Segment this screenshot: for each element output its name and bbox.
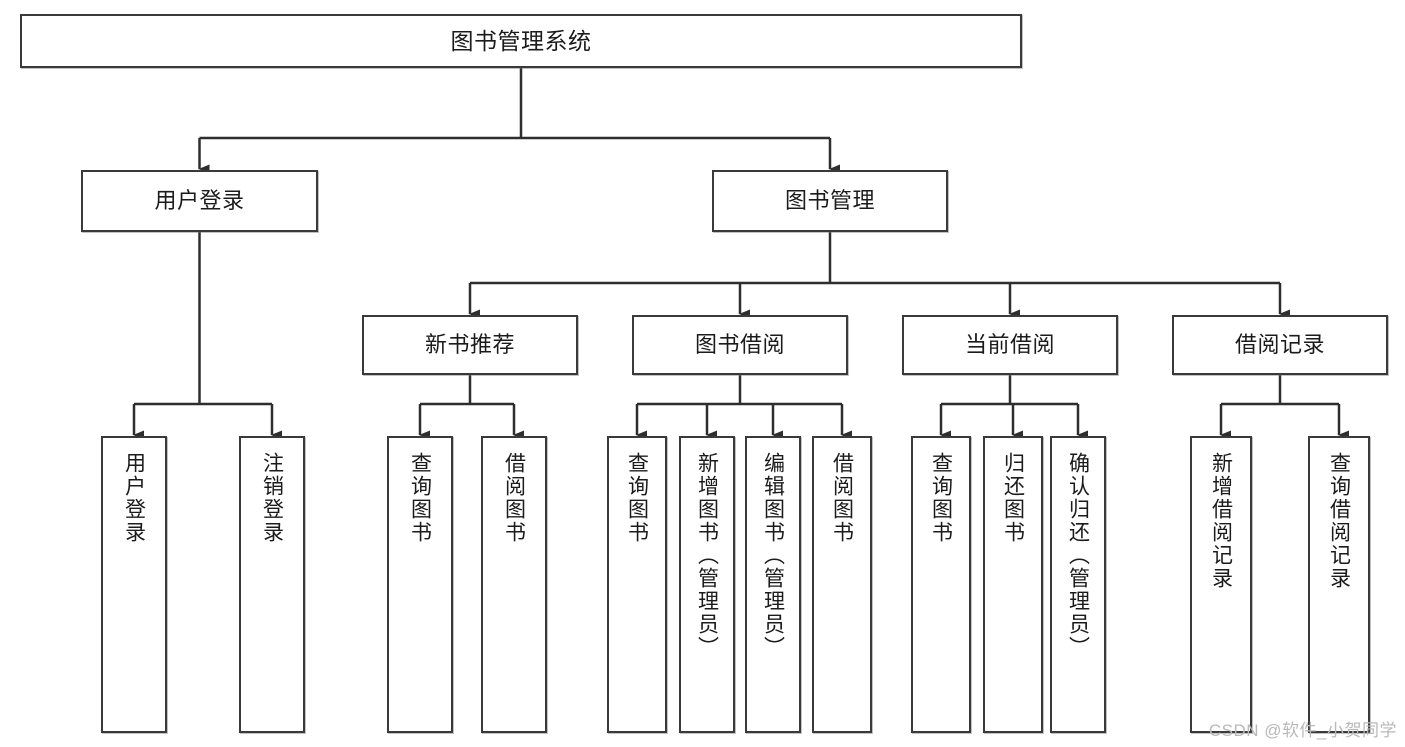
node-leaf-return-book[interactable]: 归还图书: [983, 436, 1043, 733]
node-label: 查询图书: [625, 452, 649, 544]
node-leaf-add-book[interactable]: 新增图书（管理员）: [679, 436, 735, 733]
node-label: 查询借阅记录: [1327, 452, 1351, 590]
node-label: 归还图书: [1001, 452, 1025, 544]
node-label: 查询图书: [408, 452, 432, 544]
node-leaf-user-login[interactable]: 用户登录: [101, 436, 167, 733]
watermark: CSDN @软件_小贺同学: [1208, 721, 1397, 740]
node-current-borrow[interactable]: 当前借阅: [902, 315, 1118, 375]
node-label: 新增借阅记录: [1209, 452, 1233, 590]
node-borrow-record[interactable]: 借阅记录: [1172, 315, 1388, 375]
node-book-borrow[interactable]: 图书借阅: [632, 315, 848, 375]
node-label: 借阅图书: [502, 452, 526, 544]
node-label: 当前借阅: [964, 332, 1055, 358]
node-label: 用户登录: [122, 452, 146, 544]
node-root[interactable]: 图书管理系统: [20, 14, 1022, 68]
node-new-book-rec[interactable]: 新书推荐: [362, 315, 578, 375]
node-leaf-query-book-2[interactable]: 查询图书: [607, 436, 667, 733]
node-leaf-borrow-book-2[interactable]: 借阅图书: [812, 436, 872, 733]
node-leaf-confirm-return[interactable]: 确认归还（管理员）: [1050, 436, 1106, 733]
node-label: 图书借阅: [694, 332, 785, 358]
node-label: 借阅记录: [1234, 332, 1325, 358]
node-leaf-query-record[interactable]: 查询借阅记录: [1308, 436, 1370, 733]
node-label: 图书管理系统: [450, 27, 592, 54]
node-leaf-query-book-3[interactable]: 查询图书: [911, 436, 971, 733]
node-leaf-borrow-book-1[interactable]: 借阅图书: [481, 436, 547, 733]
node-label: 注销登录: [260, 452, 284, 544]
node-leaf-query-book-1[interactable]: 查询图书: [387, 436, 453, 733]
node-user-login[interactable]: 用户登录: [81, 170, 318, 232]
node-label: 编辑图书（管理员）: [761, 452, 785, 659]
node-label: 查询图书: [929, 452, 953, 544]
node-label: 新增图书（管理员）: [695, 452, 719, 659]
edge-group: [132, 68, 1349, 440]
node-leaf-edit-book[interactable]: 编辑图书（管理员）: [745, 436, 801, 733]
node-label: 图书管理: [784, 188, 875, 214]
node-leaf-logout[interactable]: 注销登录: [239, 436, 305, 733]
node-label: 借阅图书: [830, 452, 854, 544]
node-leaf-add-record[interactable]: 新增借阅记录: [1190, 436, 1252, 733]
node-label: 新书推荐: [424, 332, 515, 358]
node-label: 用户登录: [154, 188, 245, 214]
node-book-manage[interactable]: 图书管理: [712, 170, 948, 232]
node-label: 确认归还（管理员）: [1066, 452, 1090, 659]
